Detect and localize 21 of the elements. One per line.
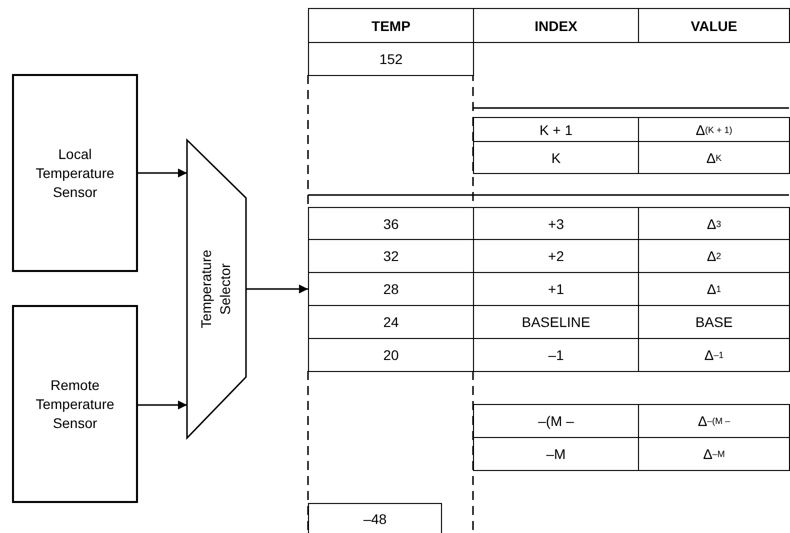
- table-cell: –48: [308, 503, 442, 533]
- header-cell: TEMP: [308, 8, 474, 43]
- sensor-label: Local Temperature Sensor: [34, 144, 116, 202]
- arrow: [246, 284, 308, 294]
- table-cell: K: [473, 141, 639, 174]
- table-cell: 152: [308, 42, 474, 76]
- sensor-box: [12, 305, 138, 503]
- selector-trapezoid: [187, 140, 246, 438]
- table-cell: –M: [473, 437, 639, 471]
- arrow: [138, 168, 187, 178]
- table-frame: [308, 8, 790, 533]
- table-cell: K + 1: [473, 117, 639, 142]
- table-cell: 36: [308, 207, 474, 240]
- sensor-label: Remote Temperature Sensor: [34, 376, 116, 432]
- selector-label: Temperature Selector: [197, 248, 234, 330]
- sensor-box: [12, 74, 138, 272]
- arrow: [138, 400, 187, 410]
- table-cell: 20: [308, 338, 474, 372]
- header-cell: VALUE: [638, 8, 790, 43]
- table-cell: –(M –: [473, 404, 639, 438]
- header-cell: INDEX: [473, 8, 639, 43]
